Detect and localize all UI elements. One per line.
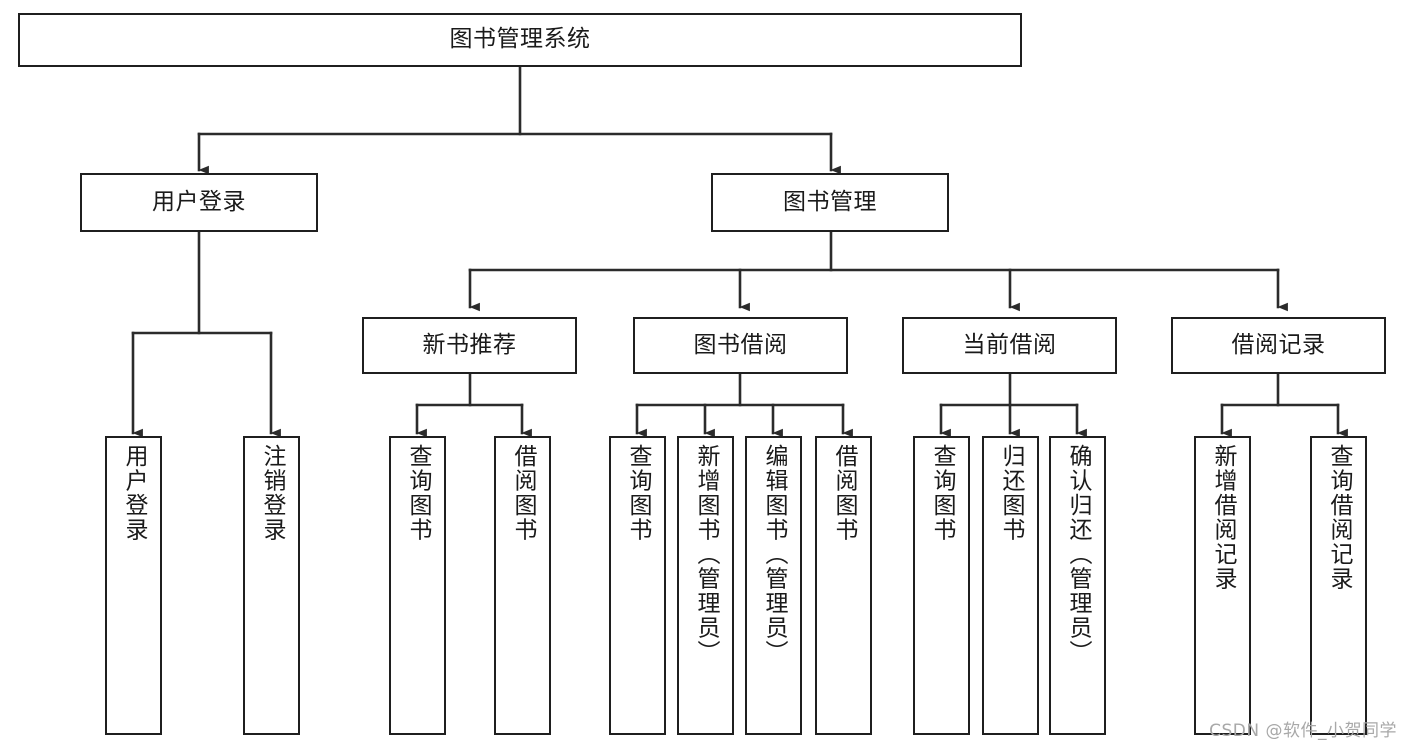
- leaf-bookborrow-query-book[interactable]: 查询图书: [609, 436, 666, 735]
- leaf-bookborrow-borrow-book[interactable]: 借阅图书: [815, 436, 872, 735]
- node-label: 确认归还（管理员）: [1065, 444, 1091, 665]
- edge-group-newbook-to-leaves: [415, 372, 532, 438]
- node-new-book-recommend[interactable]: 新书推荐: [362, 317, 577, 374]
- node-label: 借阅记录: [1231, 331, 1326, 358]
- node-label: 借阅图书: [510, 444, 536, 542]
- node-borrow-record[interactable]: 借阅记录: [1171, 317, 1386, 374]
- csdn-watermark: CSDN @软件_小贺同学: [1209, 721, 1397, 741]
- node-label: 图书管理: [783, 188, 877, 215]
- node-label: 用户登录: [152, 188, 246, 215]
- leaf-newbook-query-book[interactable]: 查询图书: [389, 436, 446, 735]
- leaf-borrowrecord-query-record[interactable]: 查询借阅记录: [1310, 436, 1367, 735]
- node-book-borrow[interactable]: 图书借阅: [633, 317, 848, 374]
- node-label: 图书借阅: [693, 331, 788, 358]
- node-root-system[interactable]: 图书管理系统: [18, 13, 1022, 67]
- node-label: 注销登录: [259, 444, 285, 542]
- node-book-management[interactable]: 图书管理: [711, 173, 949, 232]
- leaf-user-login-logout[interactable]: 注销登录: [243, 436, 300, 735]
- edge-group-borrowrecord-to-leaves: [1220, 372, 1348, 438]
- leaf-borrowrecord-add-record[interactable]: 新增借阅记录: [1194, 436, 1251, 735]
- leaf-bookborrow-edit-book[interactable]: 编辑图书（管理员）: [745, 436, 802, 735]
- leaf-newbook-borrow-book[interactable]: 借阅图书: [494, 436, 551, 735]
- node-label: 归还图书: [998, 444, 1024, 542]
- edge-group-bookborrow-to-leaves: [635, 372, 853, 438]
- node-label: 借阅图书: [831, 444, 857, 542]
- node-label: 查询图书: [405, 444, 431, 542]
- leaf-currentborrow-return-book[interactable]: 归还图书: [982, 436, 1039, 735]
- edge-group-booksmgmt-to-level3: [468, 230, 1288, 312]
- edge-group-userlogin-to-leaves: [131, 230, 281, 438]
- node-label: 新书推荐: [422, 331, 517, 358]
- node-user-login[interactable]: 用户登录: [80, 173, 318, 232]
- leaf-currentborrow-query-book[interactable]: 查询图书: [913, 436, 970, 735]
- leaf-currentborrow-confirm-return[interactable]: 确认归还（管理员）: [1049, 436, 1106, 735]
- leaf-user-login-login[interactable]: 用户登录: [105, 436, 162, 735]
- node-label: 编辑图书（管理员）: [761, 444, 787, 665]
- node-label: 查询借阅记录: [1326, 444, 1352, 591]
- node-label: 新增图书（管理员）: [693, 444, 719, 665]
- node-label: 查询图书: [929, 444, 955, 542]
- node-current-borrow[interactable]: 当前借阅: [902, 317, 1117, 374]
- node-label: 当前借阅: [962, 331, 1057, 358]
- node-label: 查询图书: [625, 444, 651, 542]
- node-label: 图书管理系统: [449, 26, 591, 53]
- edge-group-currentborrow-to-leaves: [939, 372, 1087, 438]
- leaf-bookborrow-add-book[interactable]: 新增图书（管理员）: [677, 436, 734, 735]
- edge-group-root-to-level2: [197, 65, 841, 175]
- node-label: 用户登录: [121, 444, 147, 542]
- node-label: 新增借阅记录: [1210, 444, 1236, 591]
